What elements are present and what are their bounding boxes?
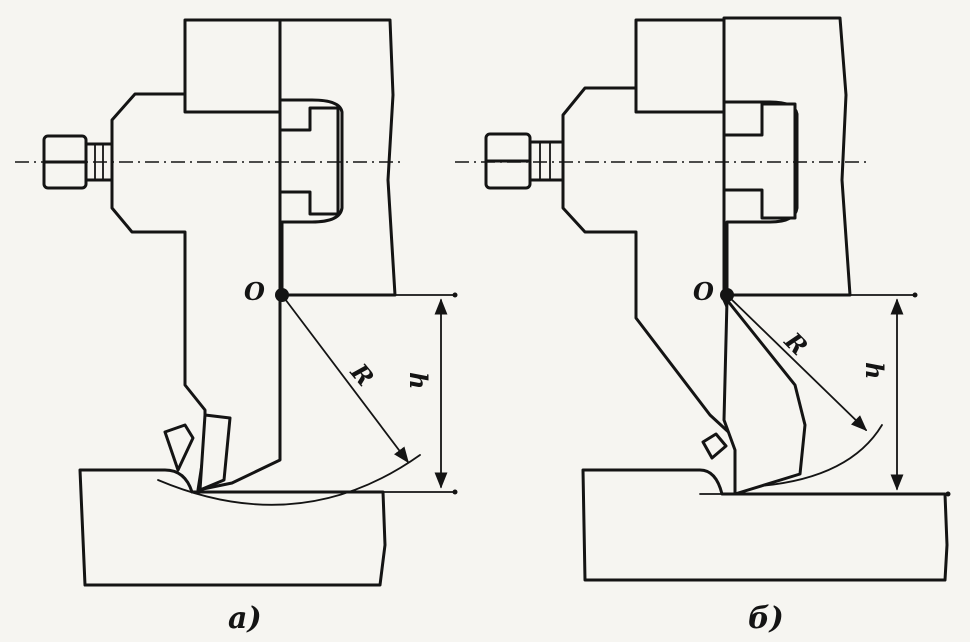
t-bolt-b (722, 102, 797, 220)
point-o-b (720, 288, 734, 302)
cutter-a (198, 413, 232, 492)
radius-arc-b (759, 424, 883, 487)
height-label-a: h (404, 372, 433, 389)
radius-label-b: R (778, 326, 813, 361)
workpiece-a (78, 468, 387, 587)
caption-b: б) (748, 601, 784, 636)
chip-b (701, 432, 728, 460)
chip-a (163, 423, 195, 472)
point-o-a (275, 288, 289, 302)
t-bolt-a (278, 106, 340, 216)
figure-b: O R h б) (455, 16, 951, 636)
radius-line-a (281, 294, 409, 464)
point-o-label-a: O (244, 277, 265, 306)
holder-body-a (183, 18, 282, 114)
point-o-label-b: O (693, 277, 714, 306)
cutter-b (722, 298, 807, 496)
holder-body-b (634, 18, 726, 114)
figure-a: O R h а) (15, 18, 458, 636)
caption-a: а) (228, 601, 262, 636)
height-label-b: h (860, 362, 889, 379)
workpiece-b (581, 468, 949, 582)
radius-line-b (726, 294, 868, 432)
radius-label-a: R (344, 357, 380, 392)
radius-arc-a (157, 454, 421, 506)
